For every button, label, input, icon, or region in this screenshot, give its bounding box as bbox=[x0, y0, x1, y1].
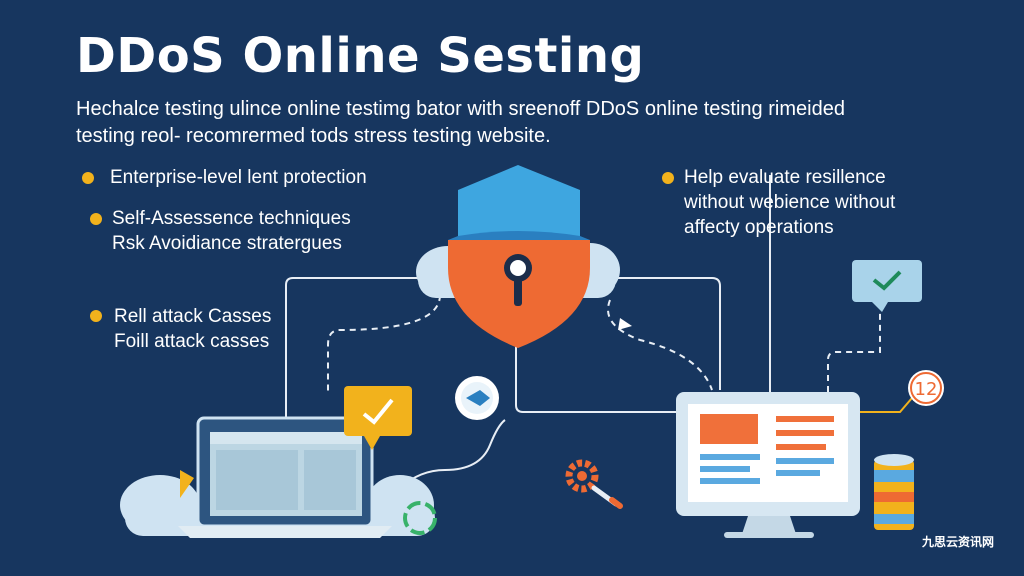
database-icon bbox=[874, 454, 914, 530]
badge-number: 12 bbox=[915, 379, 938, 400]
connector-line bbox=[285, 277, 420, 420]
compass-icon bbox=[455, 376, 499, 420]
bullet-item: Enterprise-level lent protection bbox=[110, 165, 367, 190]
bullet-item: Rell attack Casses Foill attack casses bbox=[114, 304, 271, 354]
chat-check-icon bbox=[344, 386, 412, 450]
bullet-line: Help evaluate resillence bbox=[684, 167, 886, 188]
page-title: DDoS Online Sesting bbox=[76, 28, 645, 84]
connector-line bbox=[515, 300, 680, 413]
bullet-dot bbox=[662, 172, 674, 184]
chat-check-icon bbox=[852, 260, 922, 312]
bullet-item: Self-Assessence techniques Rsk Avoidianc… bbox=[112, 206, 351, 256]
monitor-icon bbox=[676, 392, 860, 538]
intro-line: testing reol- recomrermed tods stress te… bbox=[76, 125, 551, 147]
badge-connector bbox=[860, 397, 913, 413]
bullet-line: without webience without bbox=[684, 192, 896, 213]
refresh-icon bbox=[403, 501, 437, 535]
bullet-line: Enterprise-level lent protection bbox=[110, 167, 367, 188]
bullet-line: affecty operations bbox=[684, 217, 834, 238]
bullet-line: Foill attack casses bbox=[114, 331, 270, 352]
bullet-line: Self-Assessence techniques bbox=[112, 208, 351, 229]
bullet-dot bbox=[90, 310, 102, 322]
dashed-connector bbox=[327, 294, 441, 392]
number-badge: 12 bbox=[908, 370, 944, 406]
dashed-connector bbox=[607, 299, 713, 391]
arrow-head bbox=[618, 318, 632, 330]
connector-line bbox=[610, 277, 721, 390]
dashed-connector bbox=[827, 300, 881, 392]
bullet-line: Rsk Avoidiance stratergues bbox=[112, 233, 342, 254]
chat-check-icon bbox=[180, 470, 194, 498]
connector-line bbox=[399, 419, 506, 489]
bullet-dot bbox=[82, 172, 94, 184]
intro-text: Hechalce testing ulince online testimg b… bbox=[76, 96, 845, 150]
bullet-item: Help evaluate resillence without webienc… bbox=[684, 165, 895, 240]
watermark: 九思云资讯网 bbox=[921, 535, 994, 549]
intro-line: Hechalce testing ulince online testimg b… bbox=[76, 98, 845, 120]
bullet-dot bbox=[90, 213, 102, 225]
bullet-line: Rell attack Casses bbox=[114, 306, 272, 327]
gear-icon bbox=[565, 459, 623, 509]
laptop-icon bbox=[178, 416, 392, 538]
shield-lock-icon bbox=[448, 165, 590, 348]
